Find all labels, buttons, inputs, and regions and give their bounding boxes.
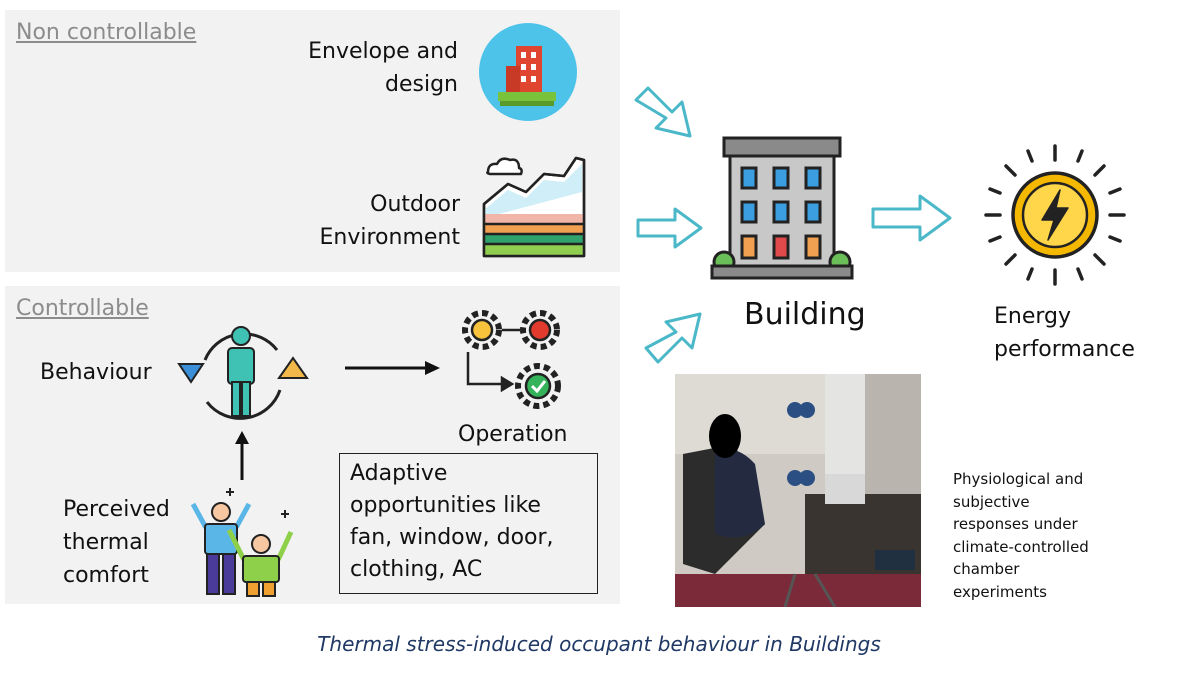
building-label: Building [744,297,866,332]
energy-line2: performance [994,337,1135,362]
envelope-label-line2: design [385,72,458,97]
operation-label: Operation [458,422,568,447]
envelope-icon [478,22,578,122]
adaptive-line2: opportunities like [350,493,541,518]
envelope-to-building-arrow [630,82,700,144]
photo-caption-line5: chamber [953,560,1020,578]
energy-line1: Energy [994,304,1072,329]
figure-caption: Thermal stress-induced occupant behaviou… [317,632,881,656]
envelope-label: Envelope and design [250,35,458,101]
outdoor-label-line2: Environment [319,225,460,250]
outdoor-label-line1: Outdoor [370,192,460,217]
photo-caption-line2: subjective [953,492,1030,511]
perceived-comfort-label: Perceived thermal comfort [63,493,170,592]
photo-caption-line6: experiments [953,582,1047,601]
photo-caption-line1: Physiological and [953,470,1084,488]
operation-gears-icon [458,308,566,414]
controllable-panel [5,286,620,604]
perceived-line2: thermal [63,530,149,555]
photo-caption-line3: responses under [953,515,1078,533]
non-controllable-heading: Non controllable [16,20,197,45]
behaviour-to-operation-arrow [343,358,443,378]
chamber-experiment-photo [675,374,921,607]
perceived-line1: Perceived [63,497,170,522]
behaviour-label: Behaviour [40,360,152,385]
building-icon [710,134,854,280]
controllable-heading: Controllable [16,296,149,321]
building-to-energy-arrow [870,192,954,244]
perceived-line3: comfort [63,563,149,588]
photo-caption-line4: climate-controlled [953,537,1089,556]
adaptive-line1: Adaptive [350,461,448,486]
energy-sun-icon [980,142,1130,288]
comfort-to-behaviour-arrow [232,430,252,482]
operation-to-building-arrow [640,306,708,368]
photo-caption: Physiological and subjective responses u… [953,468,1089,603]
envelope-label-line1: Envelope and [308,39,458,64]
happy-people-icon [185,486,300,598]
behaviour-person-icon [175,320,310,430]
energy-performance-label: Energy performance [994,300,1135,366]
adaptive-line3: fan, window, door, [350,525,554,550]
outdoor-to-building-arrow [635,205,705,251]
adaptive-opportunities-box: Adaptive opportunities like fan, window,… [339,453,598,594]
outdoor-label: Outdoor Environment [250,188,460,254]
adaptive-line4: clothing, AC [350,557,483,582]
outdoor-landscape-icon [478,152,590,260]
